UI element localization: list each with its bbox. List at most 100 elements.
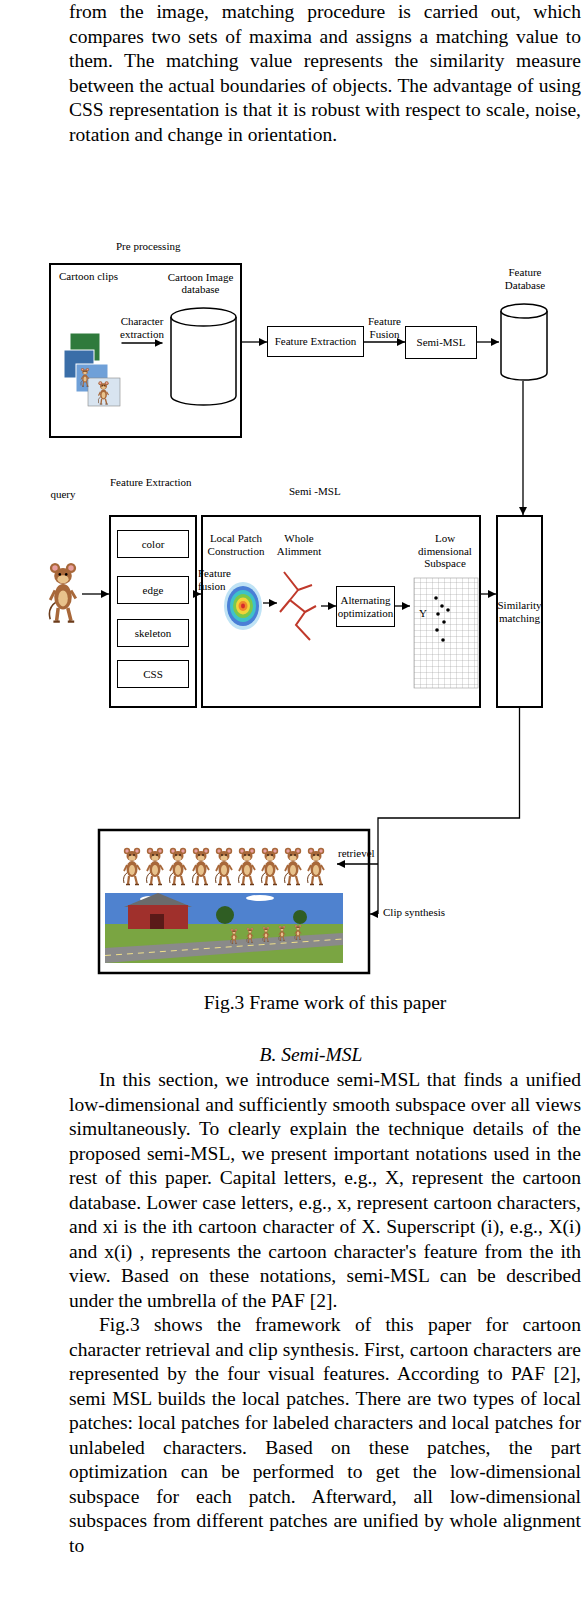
node-label: Semi-MSL (417, 336, 466, 349)
clip-stack (81, 368, 89, 386)
output-box (99, 830, 369, 973)
clip-stack (98, 381, 108, 404)
node-label: query (50, 488, 75, 501)
body-paragraph: from the image, matching procedure is ca… (69, 0, 581, 147)
retrieval-strip (239, 848, 256, 885)
synthesized-scene (246, 895, 274, 901)
node-label: Feature Extraction (275, 335, 357, 348)
node-label: Similarity matching (498, 599, 542, 624)
node-label: Low dimensional Subspace (410, 532, 480, 570)
connectors (82, 342, 523, 606)
figure-caption: Fig.3 Frame work of this paper (69, 991, 581, 1016)
database-cylinder-shape (501, 304, 547, 318)
database-cylinder: Feature Database (499, 266, 551, 381)
retrieval-strip (216, 848, 233, 885)
body-paragraph: Fig.3 shows the framework of this paper … (69, 1313, 581, 1558)
synthesized-scene (105, 893, 343, 963)
subspace-grid (442, 620, 446, 624)
database-cylinder-shape (501, 304, 547, 380)
body-paragraph: In this section, we introduce semi-MSL t… (69, 1068, 581, 1313)
whole-alignment-illustration (280, 572, 316, 640)
synthesized-scene (105, 924, 343, 963)
connector-arrow (395, 605, 410, 606)
connector-arrow (321, 605, 336, 606)
section-heading: B. Semi-MSL (69, 1043, 553, 1068)
synthesized-scene (216, 906, 234, 924)
clip-stack (64, 333, 120, 406)
process-box: Feature Extraction (267, 326, 364, 357)
synthesized-scene (105, 939, 343, 956)
retrieval-strip (124, 848, 141, 885)
synthesized-scene (279, 926, 286, 941)
synthesized-scene (263, 927, 270, 942)
subspace-grid (435, 628, 439, 632)
subspace-grid (440, 604, 444, 608)
output-label: Clip synthesis (383, 906, 445, 919)
connector-arrow (122, 342, 163, 343)
node-label: edge (143, 584, 164, 597)
node-label: Local Patch Construction (208, 532, 265, 557)
query-mouse (49, 563, 76, 622)
feature-box: edge (117, 576, 189, 604)
edge-label: Feature fusion (198, 567, 238, 592)
group-box: Feature ExtractioncoloredgeskeletonCSS (109, 515, 197, 708)
retrieval-strip (147, 848, 164, 885)
database-cylinder: Cartoon Image database (163, 271, 239, 407)
whole-alignment-illustration (280, 572, 316, 640)
process-box: Alternating optimization (336, 586, 395, 627)
subspace-grid (446, 608, 450, 612)
database-cylinder-shape (501, 311, 547, 380)
query-mouse (49, 563, 76, 622)
group-heading: Feature Extraction (110, 476, 192, 489)
subspace-grid (414, 578, 478, 688)
synthesized-scene (128, 905, 188, 929)
output-wires (337, 863, 378, 864)
feature-box: skeleton (117, 619, 189, 647)
subspace-grid (441, 638, 445, 642)
node-label: color (142, 538, 165, 551)
synthesized-scene (105, 933, 343, 963)
local-patch-illustration (224, 582, 262, 630)
process-box: Similarity matching (496, 515, 543, 708)
synthesized-scene (247, 928, 254, 943)
illustration-node: Whole Alimment (277, 532, 321, 637)
query-image: query (44, 488, 82, 626)
output-label: retrievel (338, 847, 375, 860)
clip-stack (88, 378, 120, 406)
database-cylinder-shape (171, 308, 236, 405)
synthesized-scene (150, 914, 164, 929)
node-label: Cartoon clips (59, 270, 118, 283)
node-label: skeleton (135, 627, 172, 640)
connector-arrow (242, 341, 267, 342)
local-patch-illustration (241, 604, 245, 609)
connector-arrow (82, 593, 109, 594)
edge-label: Feature Fusion (364, 315, 406, 340)
synthesized-scene (295, 925, 302, 940)
retrieval-strip (262, 848, 279, 885)
synthesized-scene (293, 910, 307, 924)
retrieval-strip (124, 848, 325, 885)
connector-arrow (522, 381, 523, 515)
local-patch-illustration (224, 582, 262, 630)
subspace-grid (434, 596, 438, 600)
output-wires (370, 913, 378, 914)
local-patch-illustration (230, 590, 256, 622)
edge-label: Character extraction (115, 315, 169, 340)
retrieval-strip (170, 848, 187, 885)
group-heading: Pre processing (116, 240, 180, 253)
group-box: Pre processingCartoon clipsCartoon Image… (49, 263, 242, 438)
retrieval-strip (193, 848, 210, 885)
retrieval-strip (308, 848, 325, 885)
local-patch-illustration (227, 586, 259, 626)
process-box: Semi-MSL (405, 326, 477, 359)
image-node: Cartoon clips (56, 270, 122, 405)
feature-box: color (117, 530, 189, 558)
node-label: Whole Alimment (277, 532, 322, 557)
synthesized-scene (124, 893, 192, 907)
synthesized-scene (231, 929, 238, 944)
connector-arrow (481, 593, 496, 594)
retrieval-strip (285, 848, 302, 885)
output-box (99, 830, 369, 973)
connector-arrow (263, 602, 277, 603)
